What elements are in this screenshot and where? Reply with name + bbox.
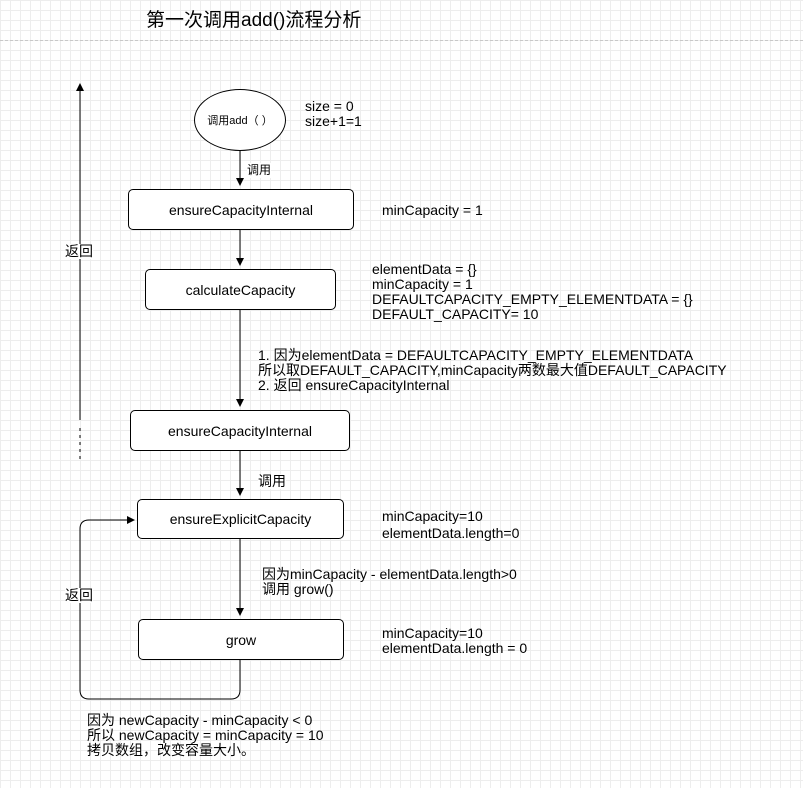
note-line: minCapacity=10 <box>382 625 483 641</box>
node-grow: grow <box>138 619 344 660</box>
note-line: 拷贝数组，改变容量大小。 <box>87 742 255 758</box>
start-node-add: 调用add（ ） <box>194 89 286 151</box>
note-reason-2: 因为minCapacity - elementData.length>0 调用 … <box>262 567 517 597</box>
node-ensure-capacity-internal: ensureCapacityInternal <box>128 189 354 230</box>
note-calculate: elementData = {} minCapacity = 1 DEFAULT… <box>372 262 693 322</box>
note-reason-1: 1. 因为elementData = DEFAULTCAPACITY_EMPTY… <box>258 348 727 393</box>
note-size: size = 0 size+1=1 <box>305 99 362 129</box>
edge-label-return-1: 返回 <box>65 243 93 259</box>
note-ensure-explicit: minCapacity=10 elementData.length=0 <box>382 508 519 542</box>
edge-label-call-2: 调用 <box>258 473 286 489</box>
note-line: 所以 newCapacity = minCapacity = 10 <box>87 727 324 743</box>
note-line: 调用 grow() <box>262 581 334 597</box>
note-line: elementData.length=0 <box>382 525 520 541</box>
note-line: 因为minCapacity - elementData.length>0 <box>262 566 517 582</box>
note-line: 2. 返回 ensureCapacityInternal <box>258 377 450 393</box>
node-calculate-capacity: calculateCapacity <box>145 269 336 310</box>
title-separator <box>0 40 803 41</box>
note-line: minCapacity=10 <box>382 508 483 524</box>
note-line: 1. 因为elementData = DEFAULTCAPACITY_EMPTY… <box>258 347 694 363</box>
note-bottom: 因为 newCapacity - minCapacity < 0 所以 newC… <box>87 713 324 758</box>
note-line: DEFAULT_CAPACITY= 10 <box>372 306 539 322</box>
node-ensure-explicit-capacity: ensureExplicitCapacity <box>137 499 344 539</box>
node-ensure-capacity-internal-return: ensureCapacityInternal <box>130 410 350 451</box>
note-line: size = 0 <box>305 98 354 114</box>
note-line: minCapacity = 1 <box>372 276 473 292</box>
note-line: elementData.length = 0 <box>382 640 528 656</box>
note-line: size+1=1 <box>305 113 362 129</box>
note-line: 因为 newCapacity - minCapacity < 0 <box>87 712 313 728</box>
note-grow: minCapacity=10 elementData.length = 0 <box>382 626 527 656</box>
diagram-title: 第一次调用add()流程分析 <box>146 10 362 31</box>
edge-grow-return-loop <box>79 516 241 700</box>
note-ensure-internal: minCapacity = 1 <box>382 203 483 218</box>
edge-label-return-2: 返回 <box>65 587 93 603</box>
note-line: 所以取DEFAULT_CAPACITY,minCapacity两数最大值DEFA… <box>258 362 727 378</box>
edge-label-call-1: 调用 <box>247 163 272 178</box>
note-line: minCapacity = 1 <box>382 202 483 218</box>
note-line: elementData = {} <box>372 261 477 277</box>
note-line: DEFAULTCAPACITY_EMPTY_ELEMENTDATA = {} <box>372 291 693 307</box>
